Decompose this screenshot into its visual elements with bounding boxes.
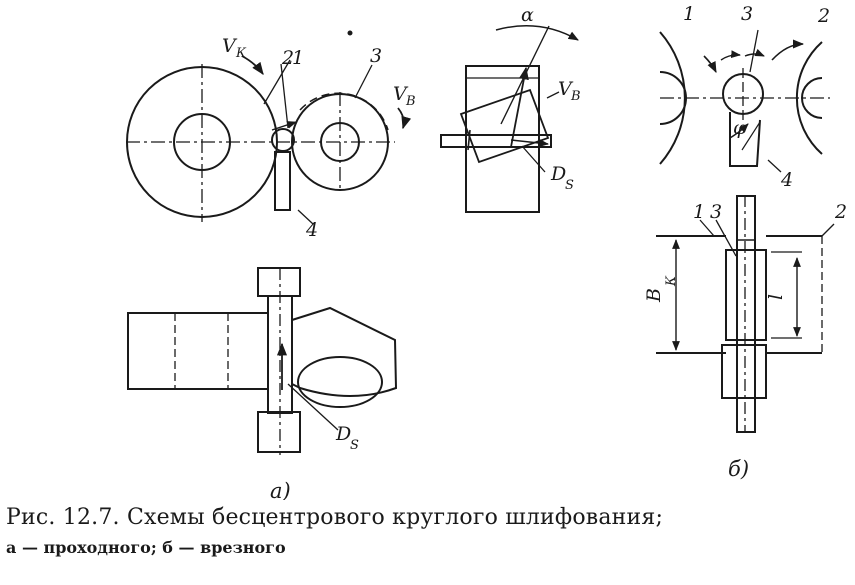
label-2-b: 2 (817, 5, 830, 27)
vk-sub: К (235, 46, 247, 61)
panel-b-label: б) (728, 457, 749, 481)
side-view-b (656, 195, 835, 433)
vk-arrow (241, 55, 264, 76)
wheel-1-arc (659, 31, 686, 165)
label-3-a: 3 (370, 45, 382, 67)
label-3-b-side: 3 (710, 201, 722, 223)
ds-sub-top: S (350, 438, 359, 453)
bk-sub: К (664, 275, 679, 287)
workpiece-shaft (736, 195, 756, 433)
figure-caption: Рис. 12.7. Схемы бесцентрового круглого … (6, 505, 851, 559)
support-knife-b (729, 112, 761, 167)
caption-title: Рис. 12.7. Схемы бесцентрового круглого … (6, 505, 664, 530)
l-label: l (765, 294, 787, 300)
workpiece-side (440, 134, 552, 148)
vv-arrow (397, 107, 412, 130)
phi-arc (729, 123, 749, 139)
alpha-label: α (521, 4, 534, 26)
front-view-b (659, 29, 830, 173)
ds-sub-side: S (565, 178, 574, 193)
label-2-a: 2 (281, 47, 294, 69)
vv-sub: В (405, 94, 416, 109)
vv-side-label: V (558, 78, 574, 100)
regulating-wheel-top (291, 306, 398, 397)
label-4-a: 4 (305, 219, 318, 241)
workpiece-1 (271, 128, 295, 152)
label-4-b: 4 (780, 169, 793, 191)
ds-label-side: D (550, 163, 566, 185)
grinding-schemes-diagram: V К 2 1 3 V В 4 α V В D S D S а) 1 3 2 φ… (126, 3, 847, 500)
vv-label: V (393, 83, 409, 105)
vk-label: V (222, 35, 238, 57)
label-3-b: 3 (741, 3, 753, 25)
label-2-b-side: 2 (834, 201, 847, 223)
panel-a-label: а) (270, 479, 291, 500)
support-knife-4 (274, 151, 291, 211)
side-view-a (440, 25, 579, 213)
inclined-wheel (459, 88, 550, 164)
vv-side-sub: В (570, 89, 581, 104)
label-1-b: 1 (683, 3, 695, 25)
phi-label: φ (733, 117, 747, 139)
regulating-wheel-side (465, 65, 540, 213)
front-view-a (126, 30, 412, 225)
workpiece-b (722, 73, 764, 115)
alpha-arc (495, 25, 579, 41)
label-1-b-side: 1 (693, 201, 705, 223)
label-1-a: 1 (292, 47, 304, 69)
top-view-a (127, 267, 398, 455)
bk-label: B (643, 288, 665, 303)
regulating-wheel-3-dashed (299, 92, 389, 131)
ds-label-top: D (335, 423, 351, 445)
caption-subtitle: а — проходного; б — врезного (6, 538, 286, 557)
workpiece-body (725, 249, 767, 341)
grinding-wheel-top (127, 312, 269, 390)
